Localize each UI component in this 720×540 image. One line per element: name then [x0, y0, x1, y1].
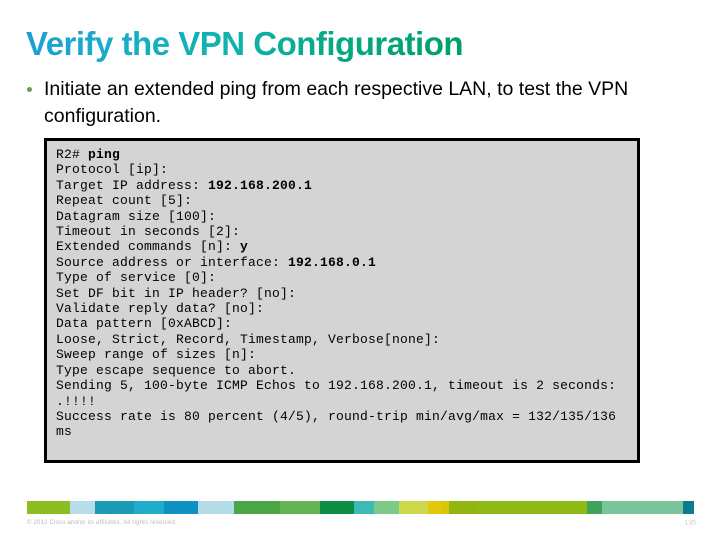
terminal-user-input: 192.168.200.1 — [208, 177, 313, 193]
terminal-text: Type of service [0]: — [56, 270, 217, 286]
terminal-text: Repeat count [5]: — [56, 193, 193, 209]
terminal-line: Type of service [0]: — [56, 270, 637, 285]
terminal-text: .!!!! — [56, 393, 97, 409]
terminal-user-input: y — [240, 239, 249, 255]
list-item: Initiate an extended ping from each resp… — [27, 76, 687, 130]
terminal-text: Sweep range of sizes [n]: — [56, 347, 257, 363]
color-bar-segment — [441, 501, 449, 514]
terminal-text: Loose, Strict, Record, Timestamp, Verbos… — [56, 331, 441, 347]
color-bar-segment — [133, 501, 164, 514]
color-bar-segment — [94, 501, 134, 514]
terminal-line: Extended commands [n]: y — [56, 239, 637, 254]
terminal-line: Datagram size [100]: — [56, 209, 637, 224]
terminal-text: R2# — [56, 147, 89, 162]
terminal-line: Type escape sequence to abort. — [56, 363, 637, 378]
color-bar-segment — [354, 501, 375, 514]
terminal-text: Validate reply data? [no]: — [56, 301, 265, 317]
color-bar-segment — [280, 501, 320, 514]
color-bar-segment — [319, 501, 355, 514]
color-bar-segment — [163, 501, 199, 514]
color-bar-segment — [448, 501, 477, 514]
terminal-line: Protocol [ip]: — [56, 162, 637, 177]
bullet-dot-icon — [27, 87, 32, 92]
footer-page-number: 135 — [684, 520, 696, 527]
terminal-line: Sending 5, 100-byte ICMP Echos to 192.16… — [56, 378, 637, 393]
color-bar-segment — [27, 501, 70, 514]
footer-copyright: © 2012 Cisco and/or its affiliates. All … — [27, 520, 177, 526]
color-bar-segment — [587, 501, 603, 514]
color-bar-segment — [427, 501, 442, 514]
terminal-line: Validate reply data? [no]: — [56, 301, 637, 316]
terminal-text: Datagram size [100]: — [56, 208, 217, 224]
terminal-text: Data pattern [0xABCD]: — [56, 316, 233, 332]
color-bar-segment — [683, 501, 694, 514]
color-bar-segment — [476, 501, 587, 514]
terminal-line: Success rate is 80 percent (4/5), round-… — [56, 409, 637, 440]
color-bar-segment — [374, 501, 400, 514]
footer-color-bar — [27, 501, 694, 514]
terminal-text: Sending 5, 100-byte ICMP Echos to 192.16… — [56, 378, 617, 394]
color-bar-segment — [399, 501, 428, 514]
terminal-text: Protocol [ip]: — [56, 162, 169, 178]
terminal-text: Target IP address: — [56, 177, 209, 193]
color-bar-segment — [234, 501, 281, 514]
terminal-line: .!!!! — [56, 394, 637, 409]
terminal-line: Data pattern [0xABCD]: — [56, 316, 637, 331]
page-title: Verify the VPN Configuration — [26, 25, 464, 62]
terminal-text: Extended commands [n]: — [56, 239, 241, 255]
terminal-line: R2# ping — [56, 147, 637, 162]
terminal-line: Repeat count [5]: — [56, 193, 637, 208]
bullet-list: Initiate an extended ping from each resp… — [27, 76, 687, 130]
terminal-text: Type escape sequence to abort. — [56, 362, 297, 378]
terminal-text: Timeout in seconds [2]: — [56, 224, 241, 240]
terminal-line: Timeout in seconds [2]: — [56, 224, 637, 239]
terminal-user-input: 192.168.0.1 — [288, 254, 377, 270]
terminal-text: Success rate is 80 percent (4/5), round-… — [56, 408, 625, 440]
color-bar-segment — [198, 501, 235, 514]
terminal-text: Source address or interface: — [56, 254, 289, 270]
color-bar-segment — [69, 501, 95, 514]
color-bar-segment — [602, 501, 684, 514]
terminal-line: Set DF bit in IP header? [no]: — [56, 286, 637, 301]
terminal-line: Source address or interface: 192.168.0.1 — [56, 255, 637, 270]
terminal-user-input: ping — [88, 147, 121, 162]
terminal-line: Loose, Strict, Record, Timestamp, Verbos… — [56, 332, 637, 347]
terminal-line: Sweep range of sizes [n]: — [56, 347, 637, 362]
terminal-text: Set DF bit in IP header? [no]: — [56, 285, 297, 301]
terminal-line: Target IP address: 192.168.200.1 — [56, 178, 637, 193]
bullet-text: Initiate an extended ping from each resp… — [44, 78, 629, 127]
